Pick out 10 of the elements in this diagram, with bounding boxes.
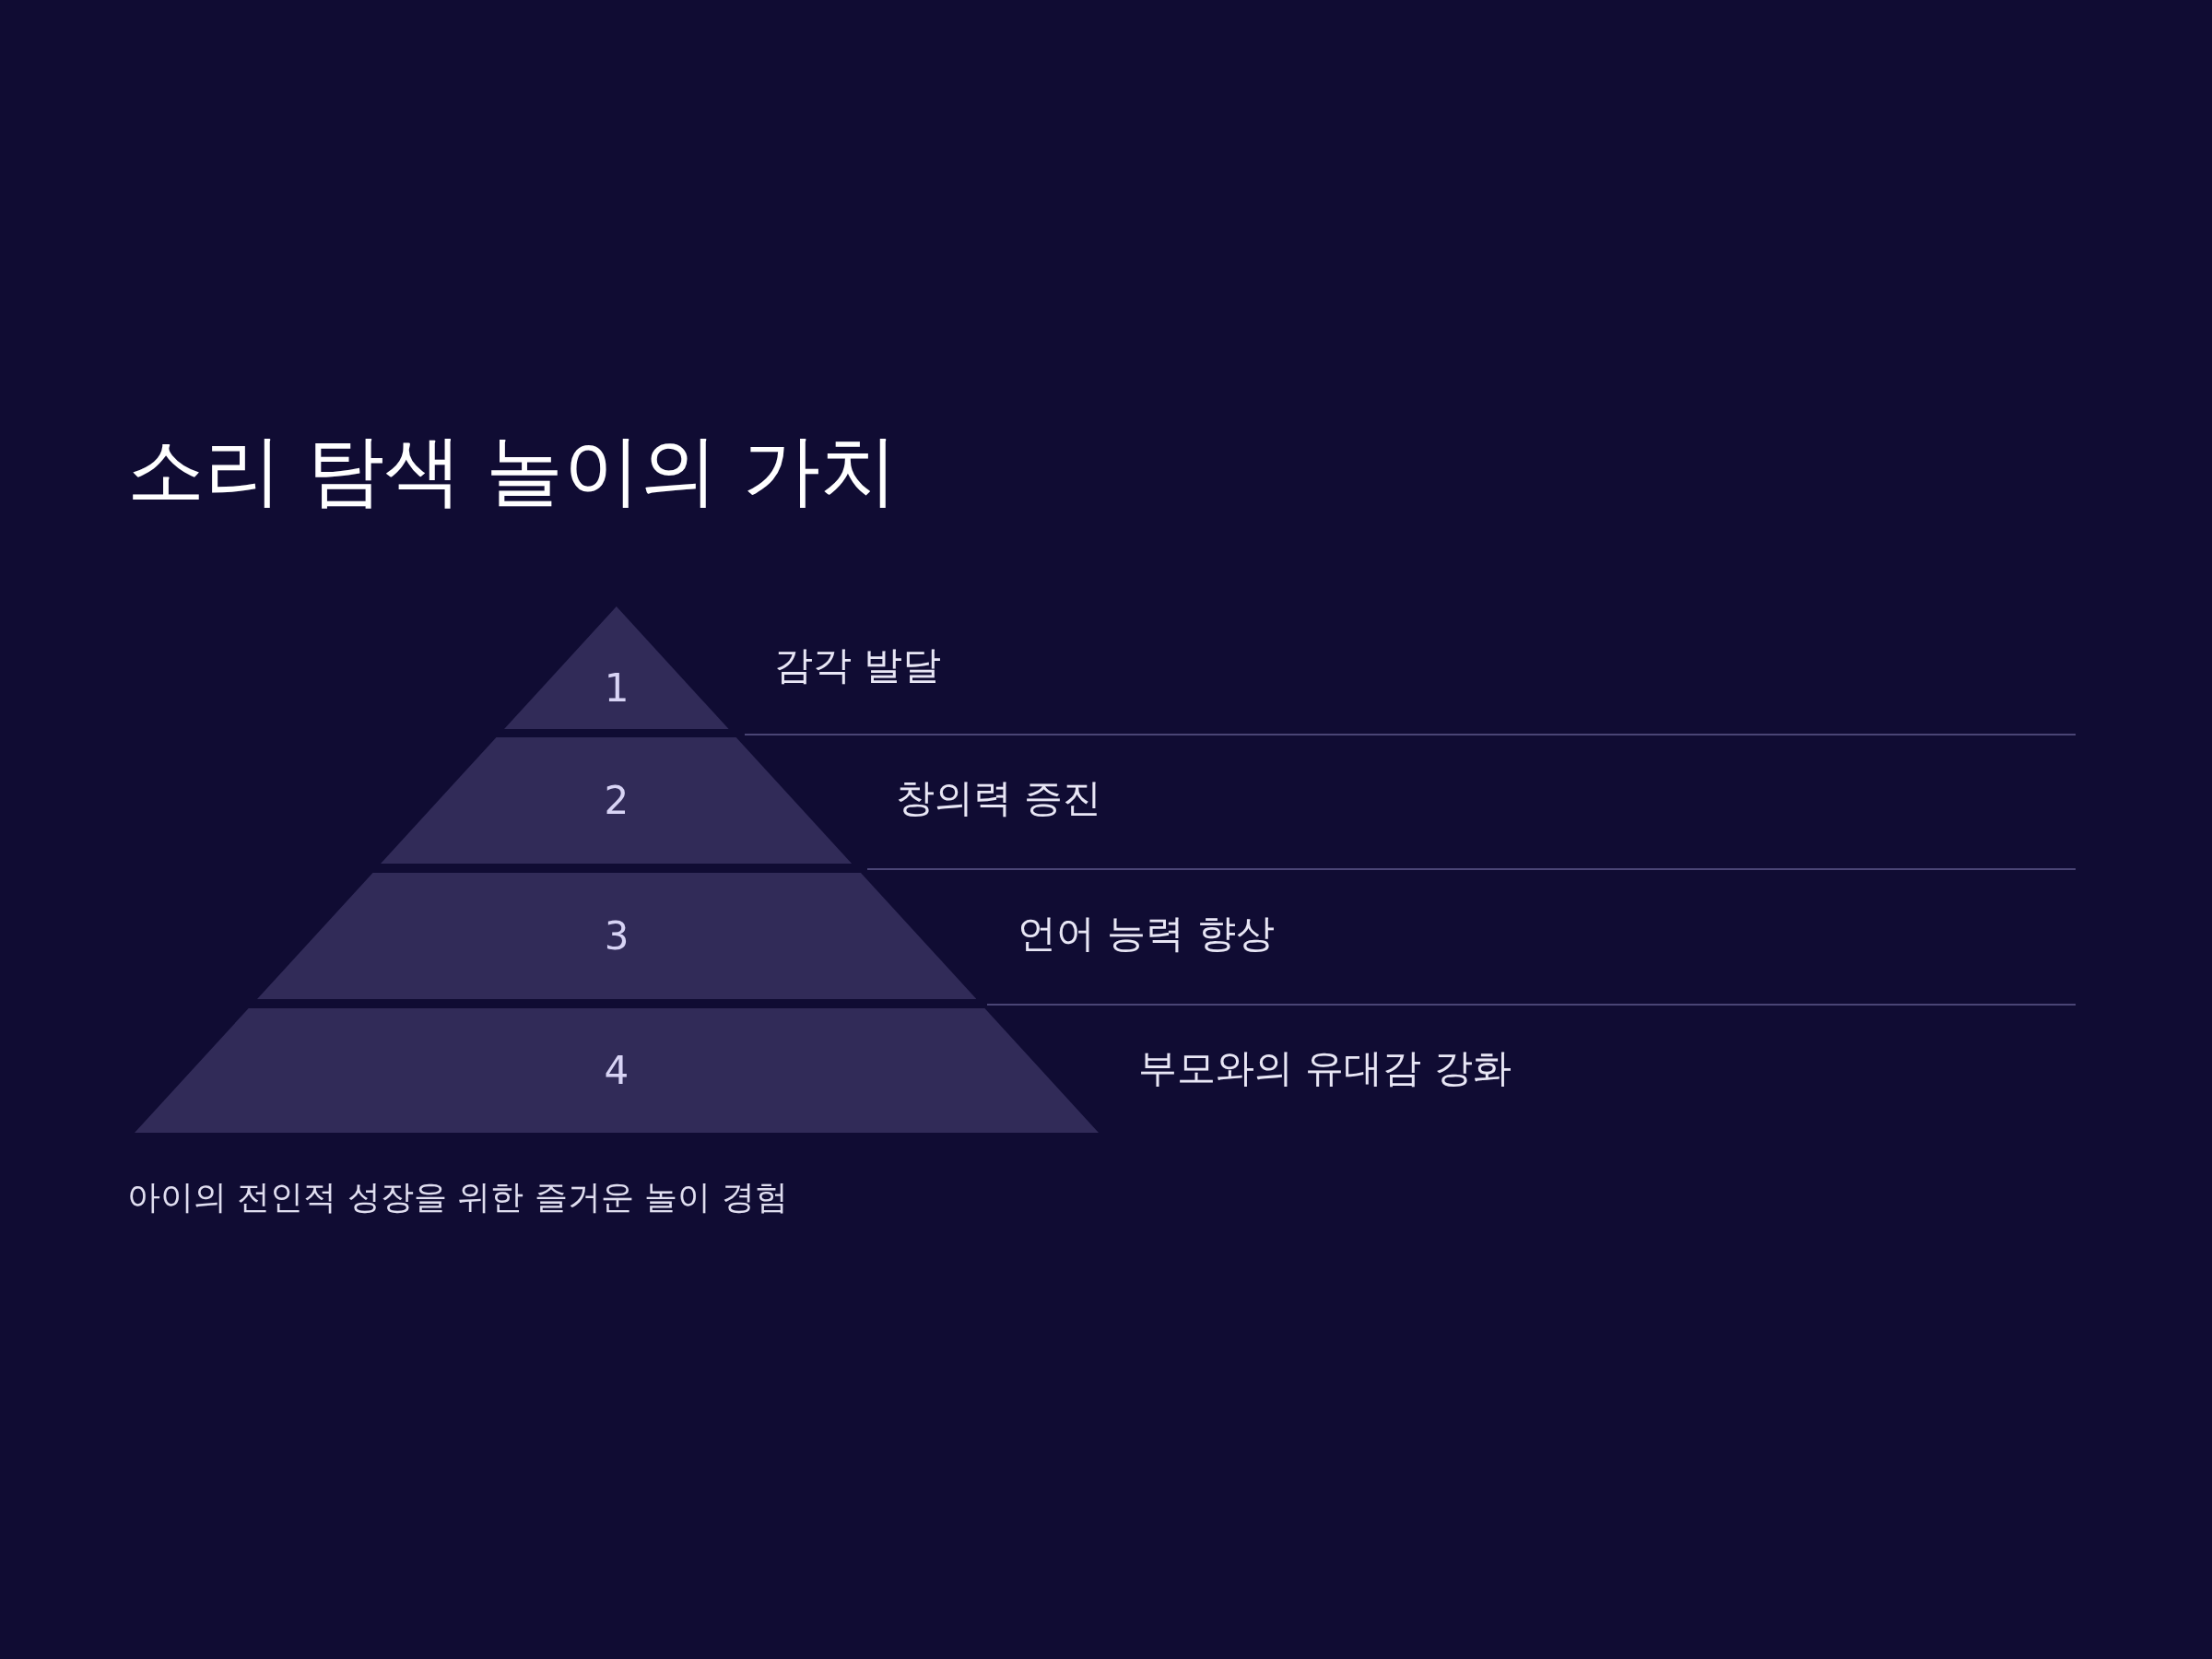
level-number: 2 (603, 776, 630, 825)
level-number: 1 (603, 664, 630, 712)
caption: 아이의 전인적 성장을 위한 즐거운 놀이 경험 (127, 1177, 788, 1218)
level-label: 창의력 증진 (896, 773, 1102, 822)
level-label: 감각 발달 (774, 641, 942, 689)
title: 소리 탐색 놀이의 가치 (127, 424, 899, 517)
level-number: 3 (603, 912, 630, 960)
level-label: 언어 능력 향상 (1018, 909, 1275, 958)
level-number: 4 (603, 1046, 630, 1095)
level-label: 부모와의 유대감 강화 (1138, 1043, 1512, 1092)
